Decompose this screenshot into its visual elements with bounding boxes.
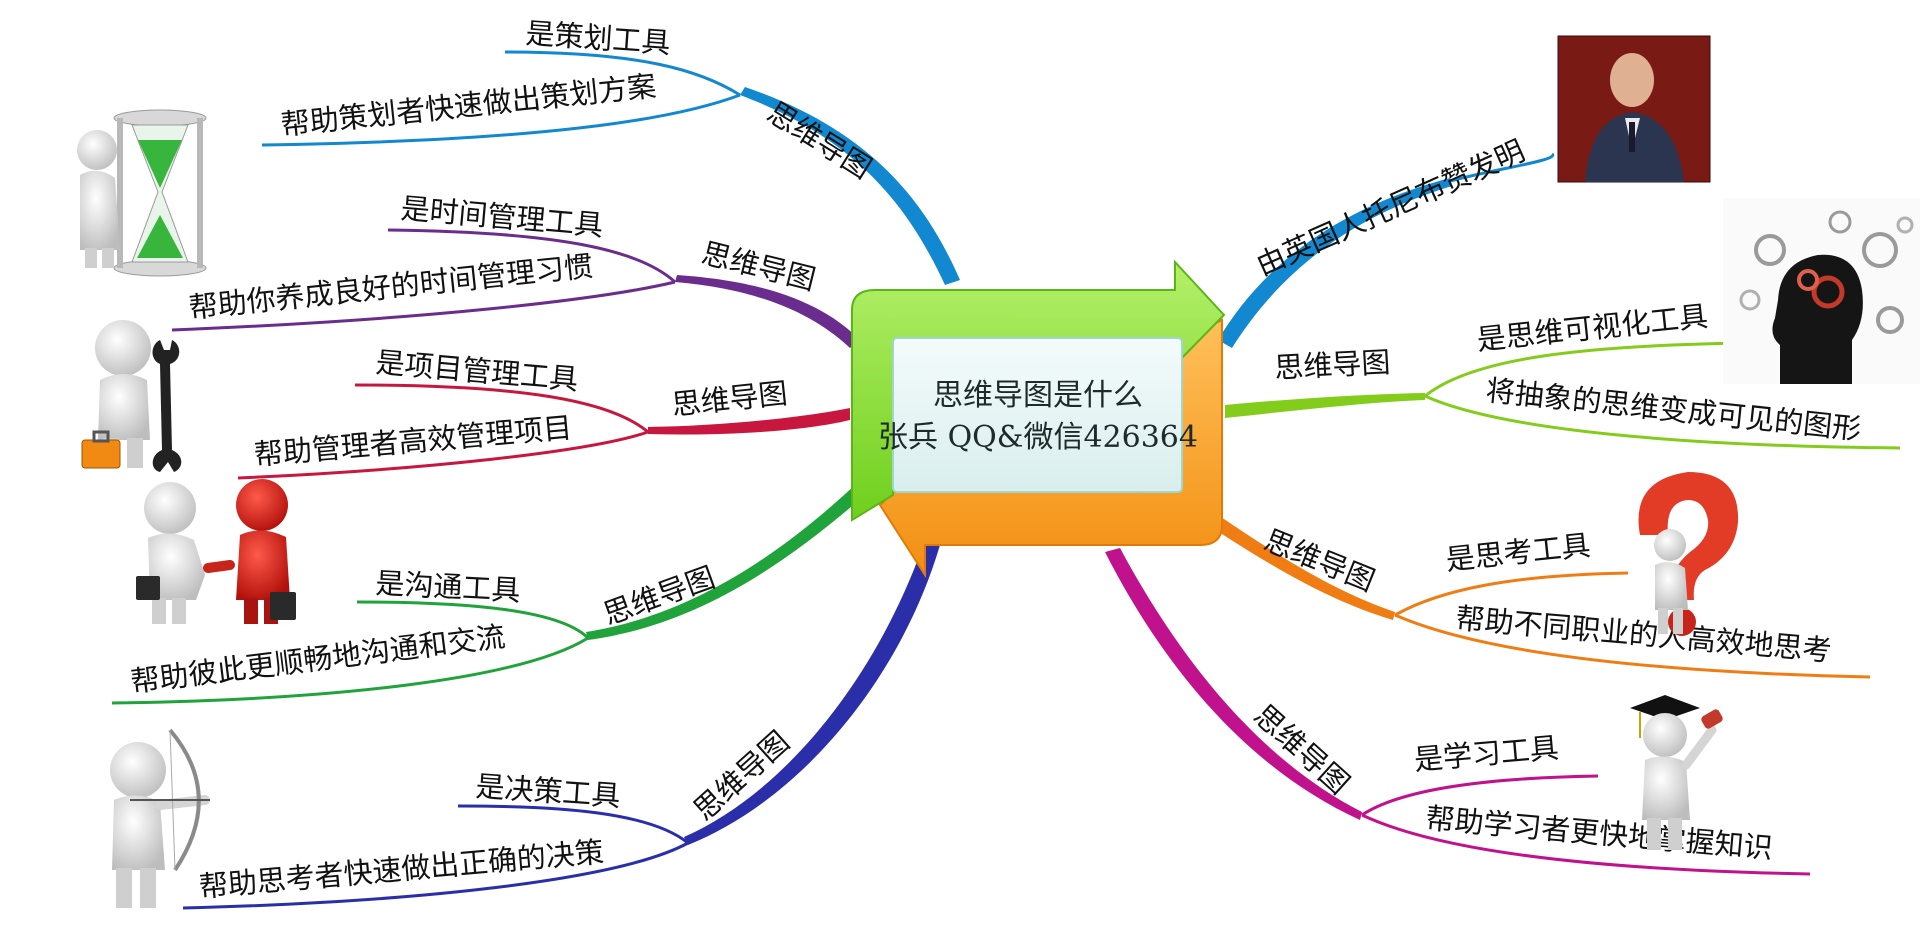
branch-learning-fork [1361, 774, 1599, 817]
branch-decision-item: 帮助思考者快速做出正确的决策 [198, 835, 605, 904]
branch-time-trunk [675, 275, 860, 348]
branch-communication-item: 是沟通工具 [375, 566, 522, 608]
branch-project-item: 帮助管理者高效管理项目 [253, 410, 574, 472]
branch-inventor-trunk [1218, 178, 1452, 348]
branch-planning-label: 思维导图 [761, 95, 877, 185]
branch-inventor: 由英国人托尼布赞发明 [1218, 133, 1555, 348]
branch-time-item: 帮助你养成良好的时间管理习惯 [187, 249, 594, 325]
branch-thinking-item: 帮助不同职业的人高效地思考 [1454, 601, 1833, 668]
gear-head-icon [1723, 198, 1920, 384]
branch-thinking: 思维导图 是思考工具 帮助不同职业的人高效地思考 [1208, 515, 1871, 679]
branch-thinking-item: 是思考工具 [1444, 528, 1592, 577]
branch-time: 思维导图 是时间管理工具 帮助你养成良好的时间管理习惯 [171, 191, 860, 348]
branch-project-trunk [648, 408, 850, 435]
branch-communication-item: 帮助彼此更顺畅地沟通和交流 [129, 619, 507, 699]
branch-decision-fork [182, 841, 689, 910]
branch-planning-fork [504, 50, 741, 97]
branch-inventor-label: 由英国人托尼布赞发明 [1251, 133, 1530, 282]
center-panel [892, 337, 1183, 493]
branch-visual-fork [1424, 341, 1743, 398]
portrait-photo-icon [1557, 35, 1711, 183]
branch-planning: 思维导图 是策划工具 帮助策划者快速做出策划方案 [261, 16, 960, 285]
handshake-figure-icon [136, 479, 296, 624]
branch-learning-fork [1361, 813, 1811, 876]
branch-decision: 思维导图 是决策工具 帮助思考者快速做出正确的决策 [182, 540, 940, 910]
central-cycle-box [851, 259, 1226, 579]
branch-communication-fork [111, 636, 589, 705]
branch-visual-fork [1424, 394, 1901, 450]
branch-time-fork [171, 280, 676, 332]
branch-learning: 思维导图 是学习工具 帮助学习者更快地掌握知识 [1105, 548, 1811, 876]
branch-decision-fork [457, 804, 689, 845]
branch-learning-item: 帮助学习者更快地掌握知识 [1424, 801, 1774, 865]
branch-visual-trunk [1225, 393, 1425, 418]
branch-planning-fork [261, 93, 741, 147]
branch-planning-trunk [740, 87, 960, 285]
branch-planning-item: 帮助策划者快速做出策划方案 [279, 69, 658, 142]
hourglass-figure-icon [77, 109, 207, 277]
central-topic-subtitle: 张兵 QQ&微信426364 [878, 420, 1198, 455]
branch-thinking-fork [1394, 613, 1871, 679]
central-topic-title: 思维导图是什么 [933, 378, 1143, 413]
branch-decision-trunk [684, 540, 940, 845]
branch-visual-label: 思维导图 [1274, 345, 1392, 385]
branch-thinking-trunk [1208, 515, 1395, 620]
branch-communication: 思维导图 是沟通工具 帮助彼此更顺畅地沟通和交流 [111, 485, 865, 705]
branch-time-fork [387, 228, 677, 284]
branch-thinking-fork [1394, 571, 1629, 617]
branch-project-label: 思维导图 [670, 376, 789, 422]
branch-visual-item: 将抽象的思维变成可见的图形 [1484, 373, 1863, 446]
toolbox-figure-icon [81, 320, 182, 472]
question-mark-figure-icon [1638, 472, 1739, 636]
branch-project: 思维导图 是项目管理工具 帮助管理者高效管理项目 [237, 345, 850, 480]
branch-project-fork [354, 383, 649, 434]
branch-inventor-line [1449, 152, 1555, 183]
branch-communication-fork [356, 600, 590, 640]
branch-learning-item: 是学习工具 [1413, 730, 1560, 777]
branch-project-fork [237, 430, 649, 480]
central-topic: 思维导图是什么 张兵 QQ&微信426364 [878, 342, 1198, 492]
graduate-figure-icon [1630, 695, 1723, 850]
branch-learning-trunk [1105, 548, 1362, 820]
branch-visual-item: 是思维可视化工具 [1475, 299, 1709, 357]
archer-figure-icon [110, 728, 210, 908]
